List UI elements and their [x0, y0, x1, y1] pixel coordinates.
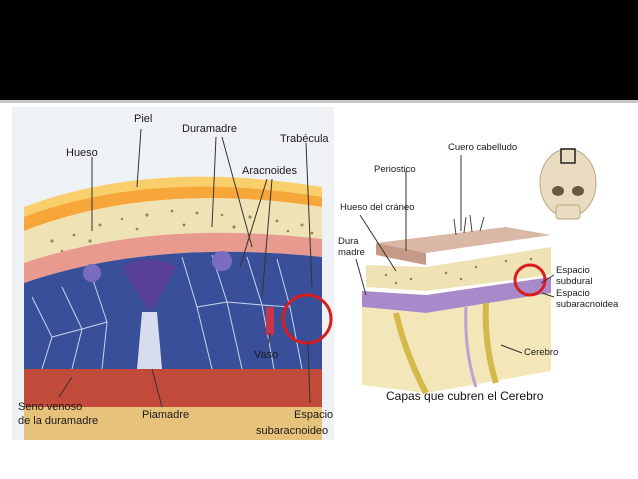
subarachnoid-space: [24, 251, 322, 369]
label-seno-venoso: Seno venoso: [18, 401, 83, 413]
gyrus-2: [482, 302, 499, 384]
label-espacio-subarac-2: subaracnoidea: [556, 299, 619, 310]
granulation-1: [83, 264, 101, 282]
central-sulcus: [137, 312, 162, 369]
vessel: [266, 307, 274, 335]
skull-icon: [539, 148, 597, 220]
sulcus: [464, 306, 478, 388]
dura-layer: [362, 277, 551, 313]
scalp-side: [376, 243, 426, 265]
meninges-diagram: Piel Duramadre Trabécula Hueso Aracnoide…: [12, 107, 334, 440]
layers-illustration: [355, 148, 597, 395]
highlight-circle-left: [281, 293, 333, 345]
scalp-top: [376, 227, 551, 253]
venous-sinus: [122, 259, 177, 312]
bone-texture: [50, 209, 314, 253]
figure-caption: Capas que cubren el Cerebro: [386, 389, 544, 403]
skin-layer: [24, 184, 322, 231]
label-de-la-duramadre: de la duramadre: [18, 415, 99, 427]
leader-lines: [355, 155, 555, 354]
label-espacio-subarac-1: Espacio: [556, 288, 590, 299]
label-espacio: Espacio: [294, 409, 334, 421]
label-duramadre: Duramadre: [182, 123, 238, 135]
brain-block: [362, 293, 551, 393]
brain-tissue: [24, 407, 322, 440]
label-espacio-subdural-1: Espacio: [556, 265, 590, 276]
bone-layer: [366, 247, 551, 291]
label-piel: Piel: [134, 113, 153, 125]
label-cerebro: Cerebro: [524, 347, 559, 358]
label-cuero-cabelludo: Cuero cabelludo: [448, 142, 518, 153]
hair: [453, 214, 485, 236]
brain-surface: [24, 369, 322, 407]
label-hueso: Hueso: [66, 147, 98, 159]
label-aracnoides: Aracnoides: [242, 165, 298, 177]
gyrus-1: [393, 312, 429, 395]
dura-layer: [24, 232, 322, 283]
header-divider: [0, 100, 638, 103]
label-hueso-craneo: Hueso del cráneo: [340, 202, 415, 213]
label-espacio-subdural-2: subdural: [556, 276, 593, 287]
label-trabecula: Trabécula: [280, 133, 329, 145]
label-subaracnoideo: subaracnoideo: [256, 425, 329, 437]
label-madre: madre: [338, 247, 365, 258]
label-dura: Dura: [338, 236, 359, 247]
skin-top: [24, 176, 322, 217]
label-vaso: Vaso: [254, 349, 279, 361]
trabeculae-web: [31, 254, 303, 370]
meninges-illustration: [12, 107, 334, 440]
layers-diagram: Cuero cabelludo Periostico Hueso del crá…: [336, 135, 626, 415]
label-piamadre: Piamadre: [142, 409, 190, 421]
leader-lines: [58, 128, 313, 408]
bone-layer: [24, 198, 322, 263]
header-band: [0, 0, 638, 100]
granulation-2: [212, 251, 232, 271]
label-periostico: Periostico: [374, 164, 416, 175]
